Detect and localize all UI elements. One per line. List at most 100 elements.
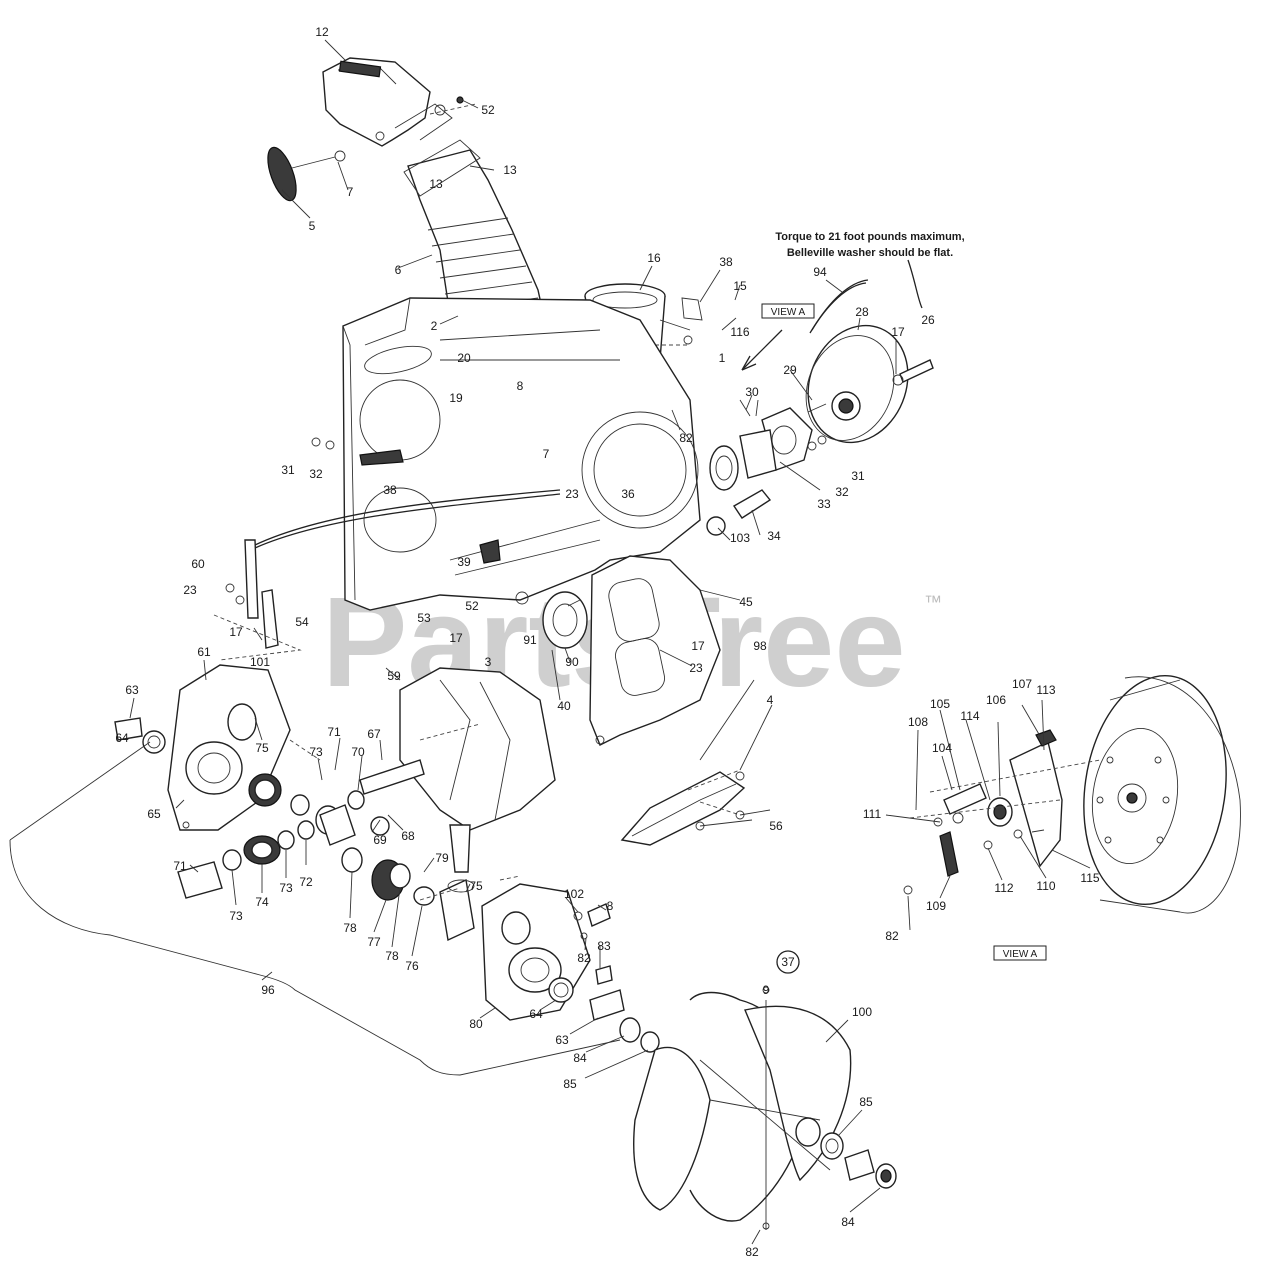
callout-label: 63 (555, 1033, 569, 1047)
callout-label: 45 (739, 595, 753, 609)
callout-label: 96 (261, 983, 275, 997)
callout-label: 28 (855, 305, 869, 319)
callout-label: 17 (229, 625, 243, 639)
callout-label: 85 (563, 1077, 577, 1091)
callout-label: 26 (921, 313, 935, 327)
callout-label: 67 (367, 727, 381, 741)
callout-label: 82 (577, 951, 591, 965)
watermark-trademark: ™ (924, 592, 942, 612)
view-tag-1: VIEW A (761, 303, 815, 319)
callout-label: 20 (457, 351, 471, 365)
callout-label: 103 (730, 531, 750, 545)
callout-label: 70 (351, 745, 365, 759)
callout-label: 114 (960, 709, 979, 723)
callout-label: 109 (926, 899, 946, 913)
callout-label: 75 (469, 879, 483, 893)
callout-label: 100 (852, 1005, 872, 1019)
callout-label: 39 (457, 555, 471, 569)
callout-label: 82 (745, 1245, 759, 1259)
callout-label: 82 (885, 929, 899, 943)
callout-label: 71 (327, 725, 341, 739)
callout-label: 71 (173, 859, 187, 873)
callout-label: 108 (908, 715, 928, 729)
callout-label: 59 (387, 669, 401, 683)
callout-label: 32 (309, 467, 323, 481)
callout-label: 12 (315, 25, 329, 39)
callout-label: 31 (851, 469, 865, 483)
callout-label: 40 (557, 699, 571, 713)
callout-label: 102 (564, 887, 584, 901)
callout-label: 56 (769, 819, 783, 833)
callout-label: 110 (1036, 879, 1055, 893)
note-line-2: Belleville washer should be flat. (787, 247, 953, 259)
callout-label: 6 (395, 263, 402, 277)
callout-label: 74 (255, 895, 269, 909)
callout-label: 23 (689, 661, 703, 675)
callout-label: 36 (621, 487, 635, 501)
callout-labels: 12 52 5 7 13 13 6 2 16 38 15 116 94 28 1… (115, 25, 1100, 1259)
callout-label: 73 (279, 881, 293, 895)
callout-label: 107 (1012, 677, 1032, 691)
callout-label: 94 (813, 265, 827, 279)
callout-label: 9 (763, 983, 770, 997)
callout-label: 113 (1036, 683, 1055, 697)
callout-label: 73 (309, 745, 323, 759)
callout-label: 68 (401, 829, 415, 843)
callout-label: 4 (767, 693, 774, 707)
callout-label: 38 (383, 483, 397, 497)
callout-label: 82 (679, 431, 693, 445)
callout-label: 98 (753, 639, 767, 653)
callout-label: 112 (994, 881, 1013, 895)
callout-label: 78 (385, 949, 399, 963)
callout-label: 2 (431, 319, 438, 333)
auger-illustration (633, 950, 897, 1230)
callout-label: 76 (405, 959, 419, 973)
callout-label: 23 (565, 487, 579, 501)
callout-label: 32 (835, 485, 849, 499)
callout-label: 19 (449, 391, 463, 405)
callout-label: 60 (191, 557, 205, 571)
pulley-assembly-illustration (706, 279, 934, 536)
callout-label: 1 (719, 351, 726, 365)
callout-label: 37 (781, 955, 795, 969)
view-tag-label: VIEW A (1003, 949, 1038, 960)
callout-label: 61 (197, 645, 211, 659)
gearbox-illustration (9, 664, 660, 1076)
callout-label: 13 (503, 163, 517, 177)
callout-label: 84 (841, 1215, 855, 1229)
callout-label: 77 (367, 935, 381, 949)
callout-label: 30 (745, 385, 759, 399)
callout-label: 104 (932, 741, 952, 755)
callout-label: 73 (229, 909, 243, 923)
callout-label: 83 (597, 939, 611, 953)
callout-label: 33 (817, 497, 831, 511)
callout-label: 17 (891, 325, 905, 339)
callout-label: 65 (147, 807, 161, 821)
auger-housing-illustration (213, 297, 746, 846)
view-tag-label: VIEW A (771, 307, 806, 318)
callout-label: 79 (435, 851, 449, 865)
callout-label: 7 (543, 447, 550, 461)
callout-label: 54 (295, 615, 309, 629)
note-line-1: Torque to 21 foot pounds maximum, (775, 231, 964, 243)
callout-label: 52 (481, 103, 495, 117)
leader-lines (129, 39, 1091, 1245)
callout-label: 116 (730, 325, 749, 339)
callout-label: 29 (783, 363, 797, 377)
callout-label: 111 (863, 807, 882, 821)
callout-label: 115 (1080, 871, 1099, 885)
callout-label: 85 (859, 1095, 873, 1109)
callout-label: 17 (449, 631, 463, 645)
torque-note: Torque to 21 foot pounds maximum, Bellev… (775, 231, 965, 309)
callout-label: 72 (299, 875, 313, 889)
callout-label: 13 (429, 177, 443, 191)
view-tag-2: VIEW A (993, 945, 1047, 961)
callout-label: 63 (125, 683, 139, 697)
callout-label: 91 (523, 633, 537, 647)
callout-label: 34 (767, 529, 781, 543)
callout-label: 101 (250, 655, 270, 669)
callout-label: 52 (465, 599, 479, 613)
callout-label: 16 (647, 251, 661, 265)
callout-label: 8 (517, 379, 524, 393)
callout-label: 5 (309, 219, 316, 233)
